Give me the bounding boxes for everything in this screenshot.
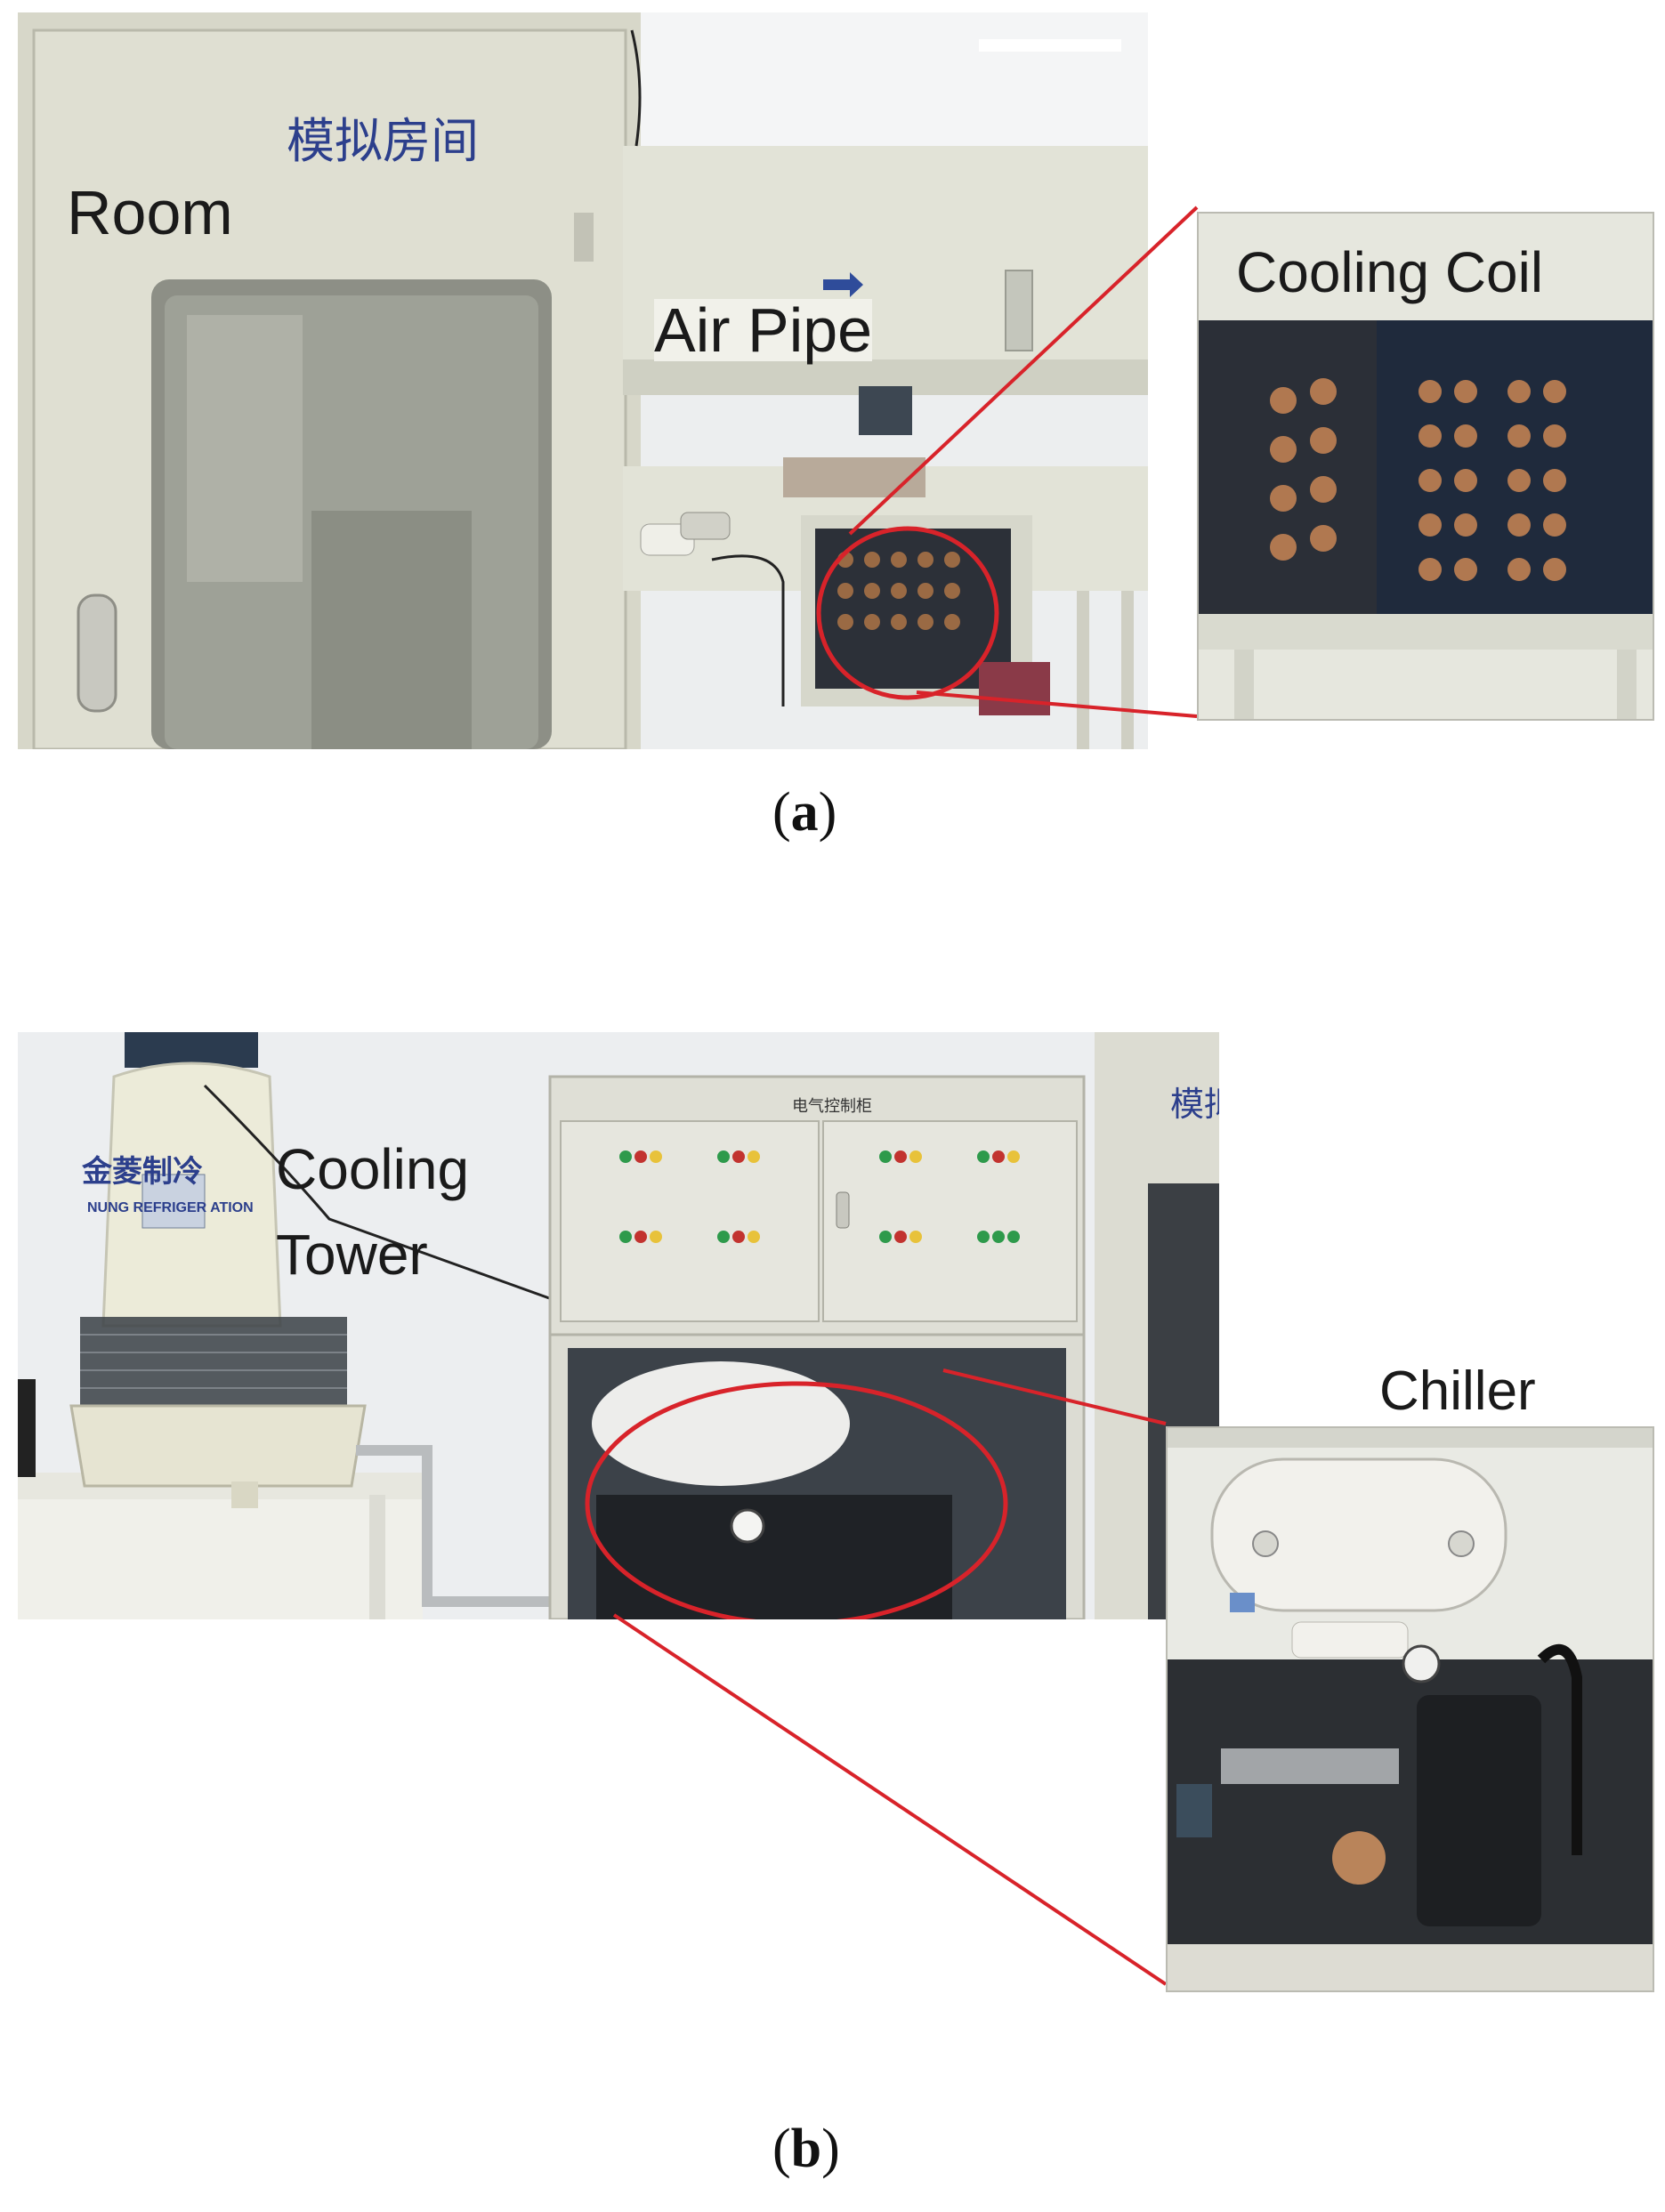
figure-b-scene <box>18 1032 1219 1619</box>
figure-a-callout-lines <box>848 206 1199 718</box>
label-chiller: Chiller <box>1379 1360 1536 1422</box>
figure-a-photo: 模拟房间 Room Air Pipe <box>18 12 1148 749</box>
figure-b-photo: 电气控制柜 金菱制冷 NUNG REFRIGER ATION 模拟 Coolin… <box>18 1032 1219 1619</box>
chiller-inset-scene <box>1168 1428 1653 1990</box>
label-cooling-coil: Cooling Coil <box>1236 240 1544 304</box>
tower-brand-en: NUNG REFRIGER ATION <box>87 1200 254 1215</box>
coil-highlight-ellipse <box>816 526 999 700</box>
label-air-pipe: Air Pipe <box>654 295 873 365</box>
cooling-coil-inset-scene <box>1199 214 1653 719</box>
figure-b-callout-lines <box>612 1368 1168 1986</box>
tower-brand-cn: 金菱制冷 <box>82 1154 203 1190</box>
figure-a-scene <box>18 12 1148 749</box>
chiller-highlight-ellipse <box>585 1381 1008 1619</box>
label-cooling-tower-line1: Cooling <box>276 1137 470 1201</box>
room-sign: 模拟房间 <box>287 113 479 169</box>
room-sign-partial: 模拟 <box>1170 1085 1219 1124</box>
control-cabinet-sign: 电气控制柜 <box>792 1097 872 1116</box>
caption-b: (b) <box>772 2119 840 2179</box>
cooling-coil-inset: Cooling Coil <box>1197 212 1654 721</box>
caption-a: (a) <box>772 782 837 843</box>
label-room: Room <box>67 178 233 247</box>
coil-tubes <box>837 552 960 630</box>
indicator-lights <box>619 1150 1020 1243</box>
chiller-inset <box>1166 1426 1654 1992</box>
label-cooling-tower-line2: Tower <box>276 1223 428 1287</box>
